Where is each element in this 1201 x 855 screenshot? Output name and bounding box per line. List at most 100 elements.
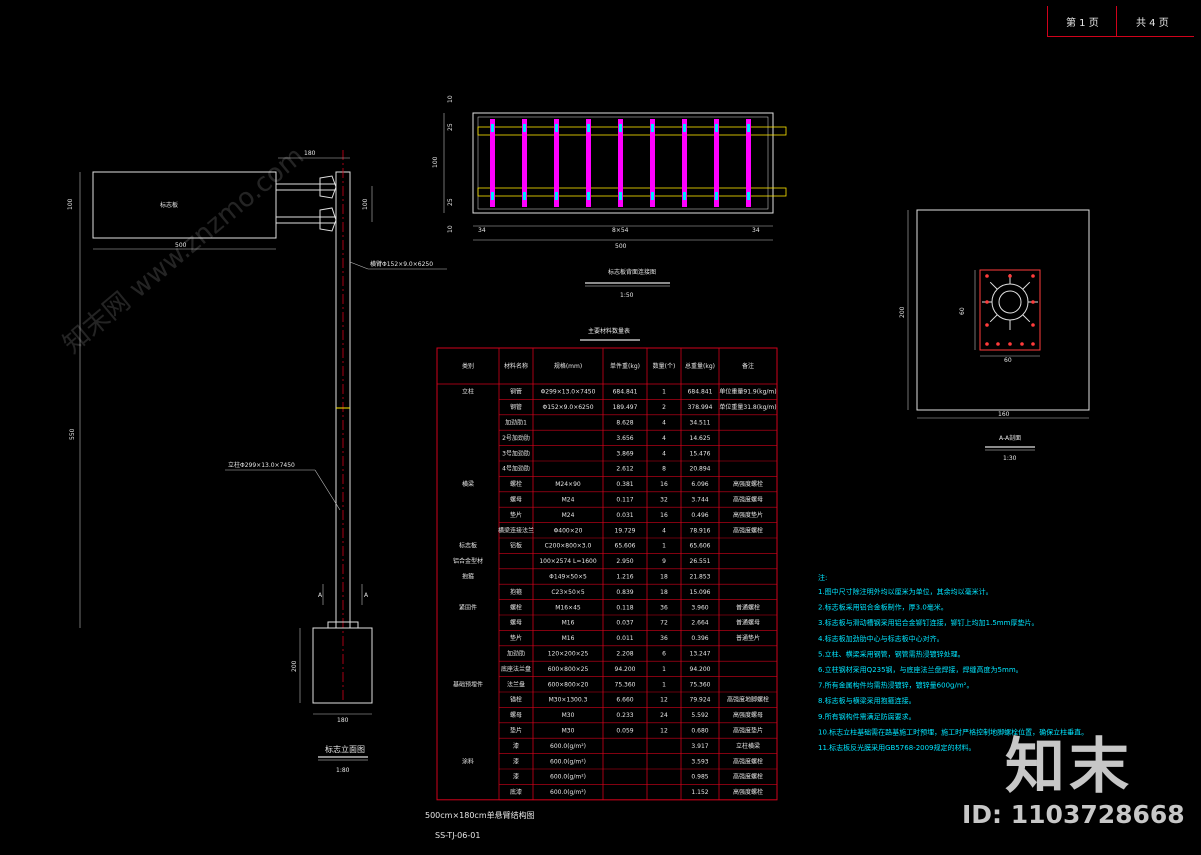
plan-dim-left-bottom: 10 bbox=[447, 225, 454, 233]
section-mark-left: A bbox=[318, 592, 323, 599]
sign-panel-label: 标志板 bbox=[160, 201, 178, 209]
table-title: 主要材料数量表 bbox=[588, 327, 630, 335]
table-cell: 600.0(g/m²) bbox=[550, 758, 586, 765]
note-item: 6.立柱钢材采用Q235钢，与底座法兰盘焊接，焊缝高度为5mm。 bbox=[818, 665, 1023, 674]
note-item: 10.标志立柱基础需在路基施工时预埋，施工时严格控制地脚螺栓位置，确保立柱垂直。 bbox=[818, 727, 1088, 736]
table-cell: 高强度螺栓 bbox=[733, 526, 763, 534]
note-item: 1.图中尺寸除注明外均以厘米为单位，其余均以毫米计。 bbox=[818, 587, 993, 596]
table-cell: 单位重量91.9(kg/m) bbox=[719, 388, 776, 396]
table-cell: 立柱 bbox=[462, 388, 474, 396]
table-cell: 螺母 bbox=[510, 711, 522, 719]
table-cell: 漆 bbox=[513, 757, 519, 765]
note-item: 11.标志板反光膜采用GB5768-2009规定的材料。 bbox=[818, 743, 976, 752]
table-cell: 4号加劲肋 bbox=[502, 465, 530, 473]
table-cell: 锚栓 bbox=[510, 696, 522, 704]
note-item: 4.标志板加劲肋中心与标志板中心对齐。 bbox=[818, 634, 944, 643]
table-cell: 1 bbox=[662, 666, 666, 673]
section-bolt bbox=[1031, 342, 1035, 346]
table-cell: 基础预埋件 bbox=[453, 680, 483, 688]
section-dim-plate-height: 60 bbox=[959, 307, 966, 315]
note-item: 8.标志板与横梁采用抱箍连接。 bbox=[818, 696, 916, 705]
material-table: 主要材料数量表 类别材料名称规格(mm)单件重(kg)数量(个)总重量(kg)备… bbox=[436, 327, 778, 801]
table-cell: 高强度螺栓 bbox=[733, 480, 763, 488]
stiffener-clip bbox=[619, 124, 622, 132]
table-cell: 3.656 bbox=[616, 435, 633, 442]
stiffener-bar bbox=[586, 119, 591, 207]
elevation-view: 标志板 180 100 500 100 550 横臂Φ152×9.0×6250 bbox=[67, 150, 447, 774]
table-cell: 垫片 bbox=[510, 634, 522, 642]
section-scale: 1:30 bbox=[1003, 455, 1017, 462]
plan-stiffeners bbox=[490, 119, 751, 207]
drawing-code: SS-TJ-06-01 bbox=[435, 831, 480, 840]
stiffener-clip bbox=[491, 124, 494, 132]
stiffener-clip bbox=[555, 124, 558, 132]
stiffener-clip bbox=[523, 192, 526, 200]
table-cell: 1 bbox=[662, 389, 666, 396]
table-cell: Φ149×50×5 bbox=[549, 574, 587, 581]
table-cell: 12 bbox=[660, 697, 668, 704]
stiffener-bar bbox=[618, 119, 623, 207]
table-cell: C23×50×5 bbox=[551, 589, 585, 596]
table-cell: 18 bbox=[660, 574, 668, 581]
page-counter-box: 第 1 页 共 4 页 bbox=[1047, 6, 1194, 37]
section-view: 60 60 200 160 A-A剖面 1:30 bbox=[899, 209, 1090, 462]
table-cell: 高强度地脚螺栓 bbox=[727, 696, 769, 704]
stiffener-bar bbox=[714, 119, 719, 207]
table-cell: 漆 bbox=[513, 742, 519, 750]
stiffener-clip bbox=[715, 192, 718, 200]
arm-flange-upper bbox=[319, 175, 337, 199]
section-rib bbox=[1022, 314, 1031, 323]
section-bolt bbox=[1020, 342, 1024, 346]
table-cell: 600×800×20 bbox=[548, 681, 589, 688]
table-header-cell: 类别 bbox=[462, 362, 474, 370]
table-cell: 15.476 bbox=[690, 450, 711, 457]
watermark-brand: 知末 bbox=[1005, 732, 1133, 802]
dim-panel-height: 100 bbox=[67, 198, 74, 210]
table-cell: 75.360 bbox=[615, 681, 636, 688]
dim-top-width: 180 bbox=[304, 150, 316, 157]
stiffener-clip bbox=[587, 192, 590, 200]
table-cell: 抱箍 bbox=[510, 588, 522, 596]
table-cell: 0.031 bbox=[616, 512, 633, 519]
table-cell: 0.118 bbox=[616, 604, 633, 611]
table-cell: 19.729 bbox=[615, 527, 636, 534]
section-pipe-outer bbox=[991, 283, 1029, 321]
table-cell: 189.497 bbox=[613, 404, 638, 411]
table-cell: 普通垫片 bbox=[736, 634, 760, 642]
section-ribs bbox=[982, 274, 1038, 330]
table-cell: 螺栓 bbox=[510, 480, 522, 488]
table-cell: 8 bbox=[662, 466, 666, 473]
table-cell: 9 bbox=[662, 558, 666, 565]
notes-heading: 注: bbox=[818, 573, 827, 582]
table-cell: 684.841 bbox=[613, 389, 638, 396]
table-cell: 螺母 bbox=[510, 619, 522, 627]
plan-dim-bottom-left: 34 bbox=[478, 227, 486, 234]
note-item: 3.标志板与滑动槽钢采用铝合金铆钉连接，铆钉上均加1.5mm厚垫片。 bbox=[818, 618, 1038, 627]
foundation bbox=[312, 627, 373, 704]
plan-dim-left-mid: 100 bbox=[432, 156, 439, 168]
section-dim-width: 160 bbox=[998, 411, 1010, 418]
table-cell: 加劲肋1 bbox=[505, 419, 527, 427]
table-cell: 0.059 bbox=[616, 728, 633, 735]
table-cell: 0.233 bbox=[616, 712, 633, 719]
table-cell: M24×90 bbox=[555, 481, 581, 488]
table-cell: 1 bbox=[662, 681, 666, 688]
table-border bbox=[436, 347, 778, 801]
table-cell: Φ299×13.0×7450 bbox=[541, 389, 596, 396]
table-cell: 0.381 bbox=[616, 481, 633, 488]
table-cell: 高强度螺栓 bbox=[733, 773, 763, 781]
table-cell: 3号加劲肋 bbox=[502, 449, 530, 457]
table-cell: 高强度螺栓 bbox=[733, 788, 763, 796]
section-rib bbox=[989, 281, 998, 290]
table-cell: 高强度垫片 bbox=[733, 511, 763, 519]
plan-arm-bottom bbox=[477, 187, 787, 197]
table-cell: 0.117 bbox=[616, 497, 633, 504]
table-cell: 2.612 bbox=[616, 466, 633, 473]
stiffener-clip bbox=[715, 124, 718, 132]
table-cell: 20.894 bbox=[690, 466, 711, 473]
plan-panel-inner bbox=[477, 116, 769, 210]
stiffener-bar bbox=[554, 119, 559, 207]
dim-foundation-height: 200 bbox=[291, 660, 298, 672]
section-title: A-A剖面 bbox=[999, 434, 1021, 442]
table-cell: 2 bbox=[662, 404, 666, 411]
